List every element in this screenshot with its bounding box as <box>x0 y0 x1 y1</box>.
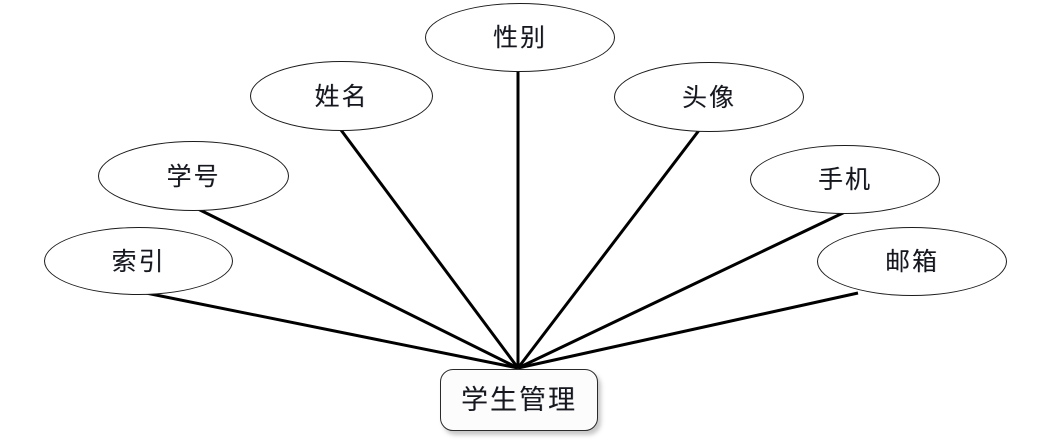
attribute-label-avatar: 头像 <box>681 82 736 112</box>
attribute-node-student-id[interactable]: 学号 <box>98 141 289 211</box>
attribute-label-phone: 手机 <box>817 165 872 194</box>
connector-email <box>517 291 859 370</box>
connector-avatar <box>516 128 702 369</box>
connector-student-id <box>195 206 519 370</box>
entity-node-student-management[interactable]: 学生管理 <box>440 369 598 431</box>
connector-index <box>140 290 519 370</box>
attribute-label-student-id: 学号 <box>166 161 221 191</box>
attribute-node-gender[interactable]: 性别 <box>425 3 615 72</box>
entity-label-student-management: 学生管理 <box>461 384 577 416</box>
attribute-label-email: 邮箱 <box>884 247 939 276</box>
connector-name <box>339 129 520 369</box>
attribute-node-email[interactable]: 邮箱 <box>817 227 1007 296</box>
attribute-label-index: 索引 <box>111 246 166 276</box>
attribute-label-name: 姓名 <box>314 81 369 111</box>
attribute-node-avatar[interactable]: 头像 <box>614 62 804 132</box>
attribute-node-name[interactable]: 姓名 <box>250 61 433 131</box>
attribute-label-gender: 性别 <box>492 23 547 52</box>
attribute-node-index[interactable]: 索引 <box>44 227 233 295</box>
attribute-node-phone[interactable]: 手机 <box>750 145 940 214</box>
connector-phone <box>517 210 846 370</box>
